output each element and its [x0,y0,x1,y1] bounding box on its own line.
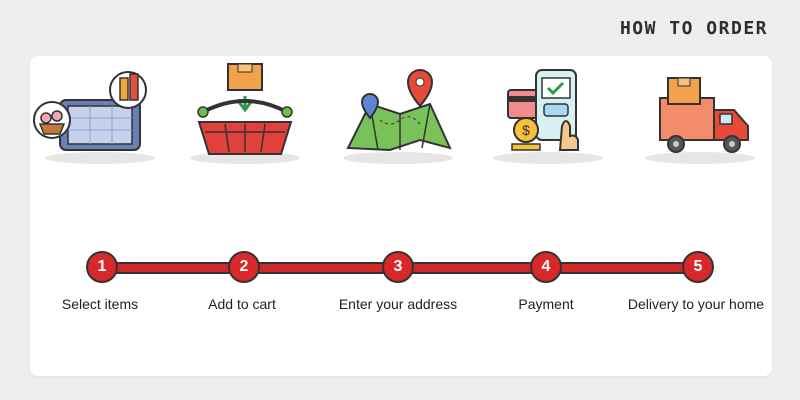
step-2-badge: 2 [228,251,260,283]
map-location-icon [328,60,468,168]
steps-card [30,56,772,376]
shopping-basket-icon [175,60,315,168]
step-5-label: Delivery to your home [627,296,765,312]
step-1-label: Select items [61,296,139,312]
tablet-shopping-icon [30,60,170,168]
delivery-truck-icon [630,60,770,168]
step-2-label: Add to cart [208,296,276,312]
step-3-label: Enter your address [338,296,458,312]
svg-text:$: $ [522,122,530,138]
step-5-badge: 5 [682,251,714,283]
page-title: HOW TO ORDER [619,18,768,39]
step-3-badge: 3 [382,251,414,283]
step-4-label: Payment [518,296,574,312]
step-4-badge: 4 [530,251,562,283]
mobile-payment-icon: $ [478,60,618,168]
step-1-badge: 1 [86,251,118,283]
